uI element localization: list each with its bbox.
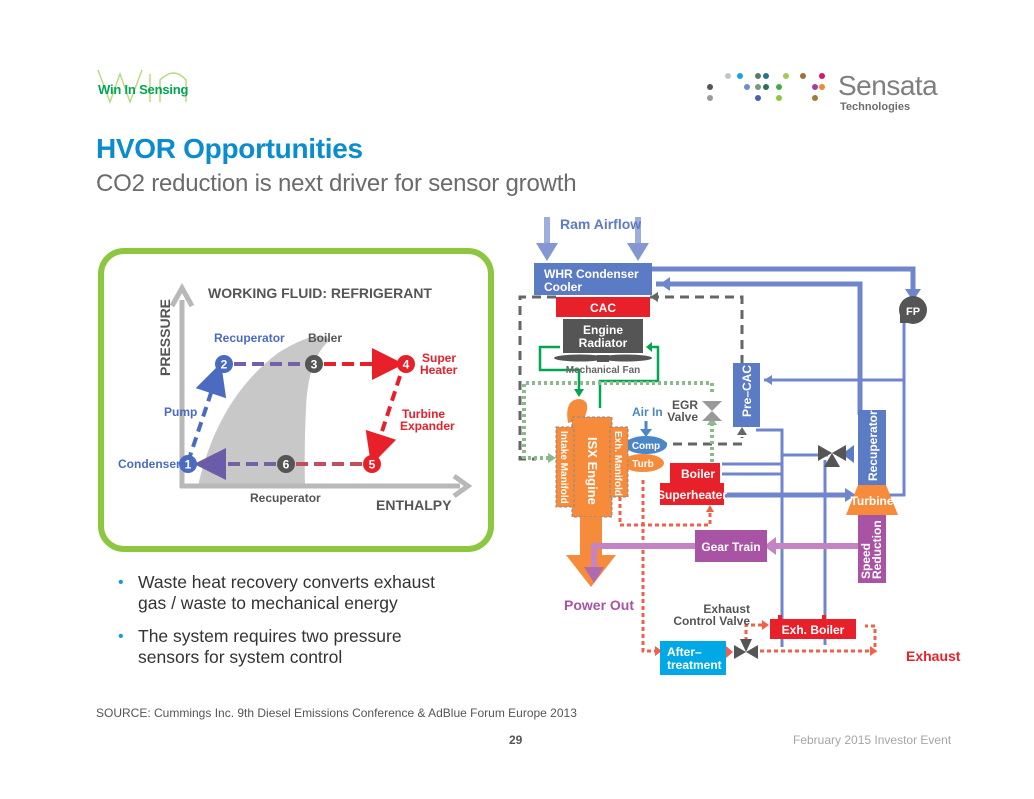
- exh-boiler-label: Exh. Boiler: [782, 623, 845, 637]
- 4-label: 5: [369, 458, 376, 472]
- win-in-sensing-logo-text: Win In Sensing: [98, 82, 189, 97]
- turb-label: Turb: [632, 459, 653, 470]
- egr-valve-icon: [702, 401, 722, 421]
- egr-2-label: Valve: [667, 410, 698, 424]
- sensata-logo-name: Sensata: [838, 70, 938, 101]
- y-axis-label: PRESSURE: [157, 299, 173, 376]
- boiler-superheater-block: [660, 463, 724, 505]
- mechanical-fan-label: Mechanical Fan: [566, 365, 640, 376]
- label-expander: Expander: [400, 419, 455, 433]
- cac-block: [556, 297, 650, 317]
- 5-label: 6: [283, 458, 290, 472]
- pressure-enthalpy-diagram: 1 2 3 4 5 6 WORKING FLUID: REFRIGERANT P…: [118, 282, 473, 513]
- cac-label: CAC: [590, 301, 616, 315]
- whr-2-label: Cooler: [544, 280, 582, 294]
- page-number: 29: [509, 733, 523, 747]
- label-boiler: Boiler: [308, 331, 342, 345]
- gear-train-label: Gear Train: [701, 540, 760, 554]
- after-2-label: treatment: [667, 658, 722, 672]
- x-axis-label: ENTHALPY: [376, 497, 452, 513]
- state-point-1: 1: [179, 455, 197, 473]
- state-point-2: 2: [215, 355, 233, 373]
- mechanical-fan-icon: [554, 354, 652, 362]
- superheater-label: Superheater: [657, 488, 727, 502]
- recuperator-block: [858, 410, 886, 488]
- speed-2-label: Reduction: [870, 520, 884, 579]
- speed-reduction-block: [858, 515, 886, 583]
- ecv-2-label: Control Valve: [673, 614, 750, 628]
- turbine-label: Turbine: [850, 494, 893, 508]
- comp-label: Comp: [632, 441, 660, 452]
- state-point-5: 5: [363, 455, 381, 473]
- page-title: HVOR Opportunities: [96, 133, 363, 164]
- power-out-label: Power Out: [564, 597, 634, 613]
- exhaust-control-valve-icon: [734, 639, 758, 659]
- 1-label: 2: [221, 358, 228, 372]
- boiler-label: Boiler: [681, 467, 715, 481]
- bullet-item: • The system requires two pressure senso…: [118, 626, 402, 667]
- ecv-1-label: Exhaust: [703, 602, 750, 616]
- label-recuperator-bottom: Recuperator: [250, 491, 321, 505]
- exhaust-label: Exhaust: [906, 648, 961, 664]
- label-condenser: Condenser: [118, 457, 181, 471]
- bullet-item: • Waste heat recovery converts exhaust g…: [118, 572, 435, 613]
- diagram-title: WORKING FLUID: REFRIGERANT: [208, 285, 432, 301]
- label-heater: Heater: [420, 363, 458, 377]
- egr-1-label: EGR: [672, 398, 698, 412]
- whr-condenser-cooler-block: [534, 263, 652, 295]
- ram-airflow-label: Ram Airflow: [560, 216, 641, 232]
- whr-system-schematic: Ram Airflow: [518, 216, 961, 675]
- event-footer: February 2015 Investor Event: [793, 733, 952, 747]
- gear-train-block: [695, 530, 767, 562]
- 3-label: 4: [403, 358, 410, 372]
- radiator-1-label: Engine: [583, 323, 623, 337]
- pre-cac-label: Pre–CAC: [740, 365, 754, 417]
- fluid-pump-icon: [899, 296, 927, 324]
- engine-label: ISX Engine: [585, 437, 600, 505]
- pre-cac-block: [733, 363, 760, 427]
- intake-label: Intake Manifold: [558, 431, 569, 504]
- exh-manifold-label: Exh. Manifold: [612, 431, 623, 496]
- turbine-block: [846, 485, 898, 515]
- radiator-2-label: Radiator: [579, 336, 628, 350]
- compressor-block: [625, 436, 667, 454]
- label-pump: Pump: [164, 405, 197, 419]
- saturation-dome: [198, 336, 330, 486]
- sensata-logo-subtitle: Technologies: [840, 101, 911, 113]
- after-1-label: After–: [667, 645, 702, 659]
- bullet-dot-icon: •: [118, 574, 124, 591]
- three-way-valve-icon: [818, 445, 846, 467]
- bullet-list: • Waste heat recovery converts exhaust g…: [118, 572, 518, 680]
- ram-airflow-arrows: [536, 217, 649, 261]
- speed-1-label: Speed: [859, 543, 873, 579]
- bullet-dot-icon: •: [118, 628, 124, 645]
- engine-radiator-block: [563, 319, 643, 353]
- 0-label: 1: [185, 458, 192, 472]
- state-point-6: 6: [277, 455, 295, 473]
- isx-engine-block: [555, 399, 629, 587]
- label-recuperator-top: Recuperator: [214, 331, 285, 345]
- sensata-dots-icon: [707, 73, 825, 101]
- exhaust-boiler-block: [770, 619, 856, 639]
- turbocharger-turbine-block: [622, 454, 664, 472]
- fp-label: FP: [906, 306, 920, 318]
- air-in-label: Air In: [632, 405, 663, 419]
- label-super: Super: [422, 351, 456, 365]
- whr-1-label: WHR Condenser: [544, 267, 639, 281]
- state-point-3: 3: [305, 355, 323, 373]
- source-citation: SOURCE: Cummings Inc. 9th Diesel Emissio…: [96, 706, 577, 720]
- state-point-4: 4: [397, 355, 415, 373]
- win-in-sensing-logo-graphic: [97, 69, 187, 105]
- aftertreatment-block: [660, 641, 726, 675]
- label-turbine: Turbine: [402, 407, 445, 421]
- recuperator-label: Recuperator: [866, 410, 880, 481]
- page-subtitle: CO2 reduction is next driver for sensor …: [96, 170, 577, 197]
- 2-label: 3: [311, 358, 318, 372]
